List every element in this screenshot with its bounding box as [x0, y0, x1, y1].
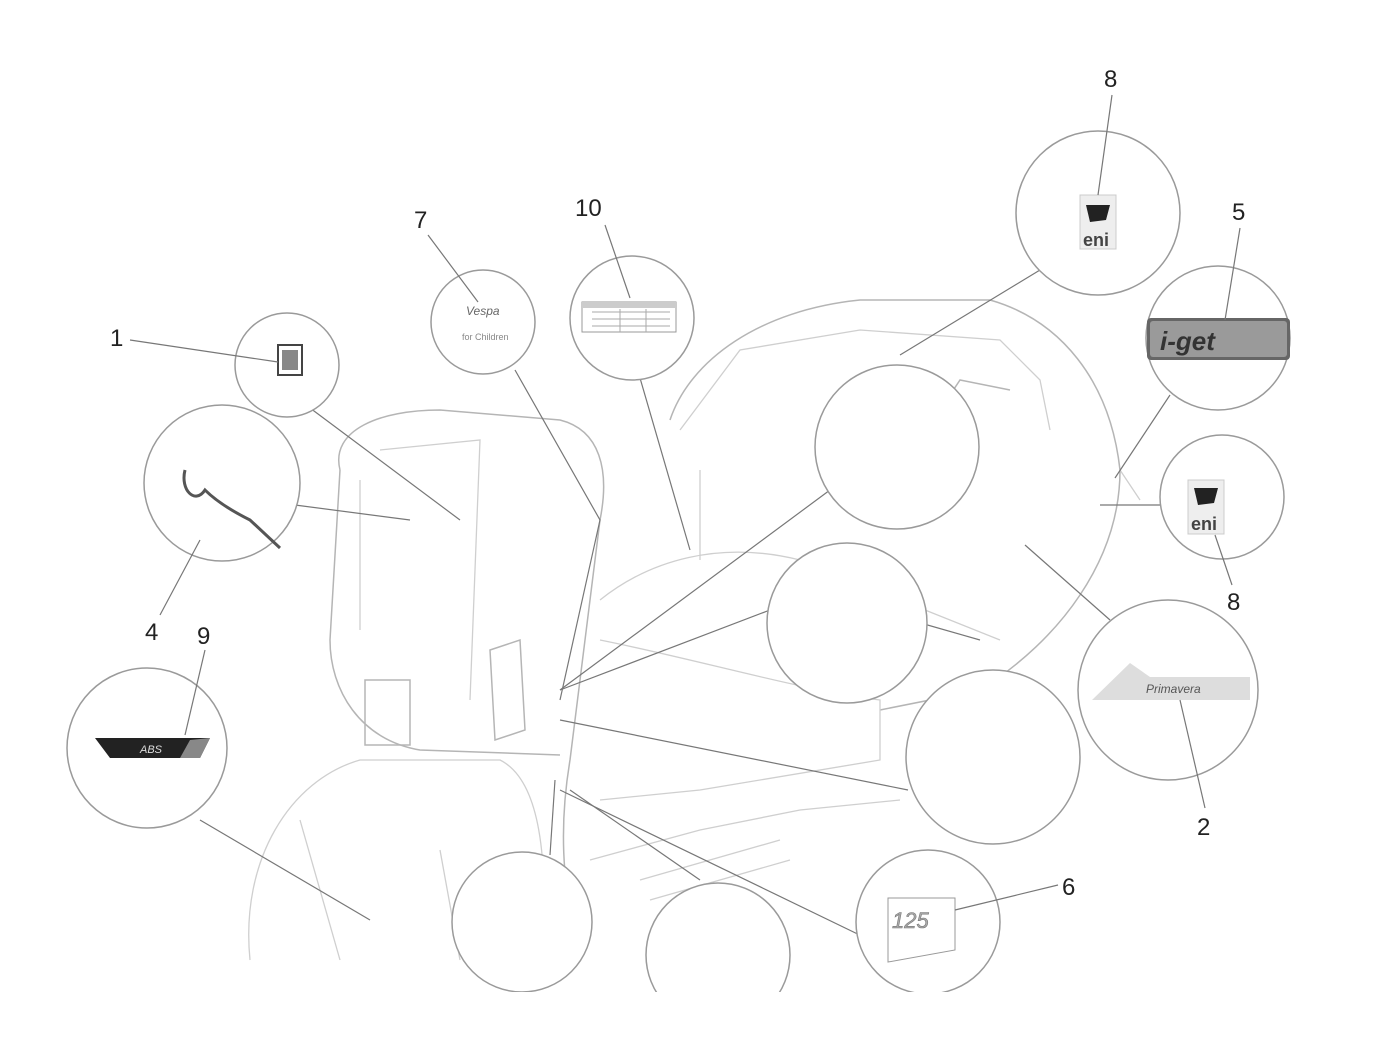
svg-text:Vespa: Vespa [466, 304, 500, 318]
callout-circle-blank [814, 364, 980, 530]
callout-circle-4 [143, 404, 301, 562]
callout-circle-7 [430, 269, 536, 375]
eni-decal-image-top: eni [1079, 194, 1117, 250]
callout-number-7: 7 [414, 207, 427, 234]
callout-number-4: 4 [145, 619, 158, 646]
svg-text:Primavera: Primavera [1146, 682, 1201, 696]
piaggio-badge-image [277, 344, 303, 376]
callout-circles [0, 130, 1400, 1052]
callout-numbers: 1 4 9 7 10 8 5 8 2 6 [110, 66, 1245, 901]
i-get-emblem-image: i-get [1147, 318, 1290, 360]
svg-text:eni: eni [1083, 230, 1109, 250]
abs-decal-image: ABS [95, 738, 210, 758]
eni-decal-image-right: eni [1187, 479, 1225, 535]
scooter-sketch [248, 299, 1141, 961]
callout-number-5: 5 [1232, 199, 1245, 226]
number-leaders [129, 94, 1241, 911]
callout-number-6: 6 [1062, 874, 1075, 901]
svg-text:for Children: for Children [462, 332, 509, 342]
primavera-emblem-image: Primavera [1092, 663, 1250, 700]
vespa-for-children-image: Vespa for Children [462, 304, 509, 342]
callout-circle-blank [451, 851, 593, 993]
callout-number-10: 10 [575, 195, 602, 222]
callout-circle-blank [766, 542, 928, 704]
svg-text:ABS: ABS [139, 744, 163, 756]
callout-number-1: 1 [110, 325, 123, 352]
125-decal-image: 125 [887, 897, 956, 963]
callout-number-2: 2 [1197, 814, 1210, 841]
svg-text:i-get: i-get [1160, 326, 1216, 356]
callout-number-8-top: 8 [1104, 66, 1117, 93]
callout-circle-blank [905, 669, 1081, 845]
vespa-script-image [182, 469, 282, 550]
callout-number-8-right: 8 [1227, 589, 1240, 616]
decal-images: ABS Vespa for Children eni i-get eni [95, 194, 1290, 963]
svg-text:eni: eni [1191, 514, 1217, 534]
leader-lines [199, 269, 1171, 941]
callout-number-9: 9 [197, 623, 210, 650]
svg-text:125: 125 [892, 908, 929, 933]
information-label-image [581, 301, 677, 333]
